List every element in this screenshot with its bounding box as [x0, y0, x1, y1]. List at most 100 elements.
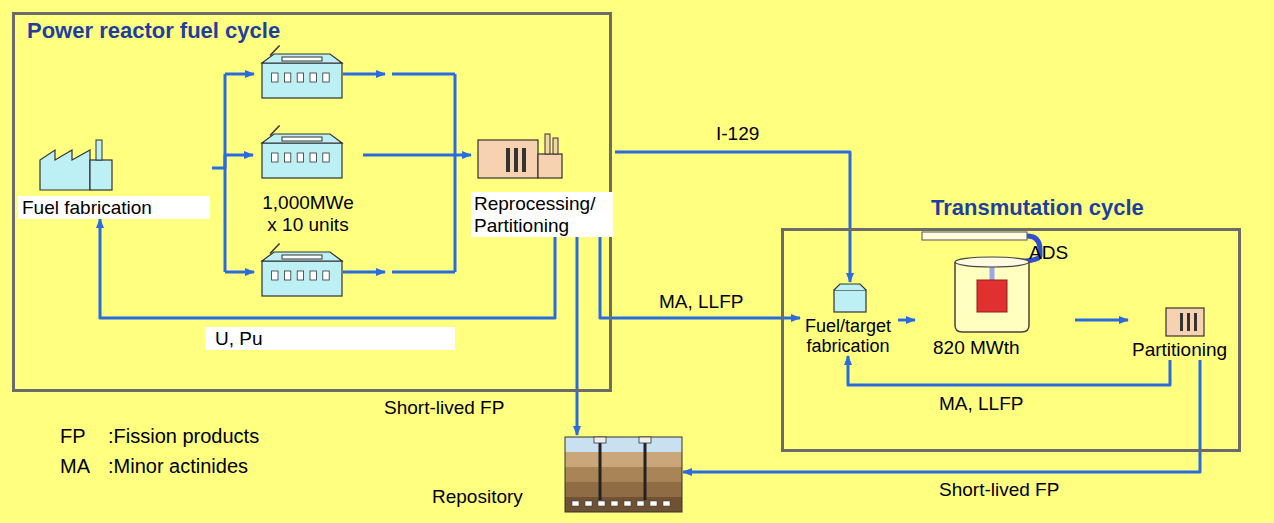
chimney [270, 244, 280, 254]
flow-label: Short-lived FP [935, 478, 1063, 501]
node-label: Partitioning [1132, 339, 1227, 360]
flow-label: U, Pu [205, 327, 455, 350]
factory-annex [90, 160, 112, 190]
split-arrow [225, 73, 254, 76]
stratum [565, 467, 682, 482]
plant-chimney [545, 134, 550, 154]
abbreviation-note: :Minor actinides [108, 455, 248, 477]
window [323, 73, 329, 82]
region-title: Power reactor fuel cycle [27, 19, 280, 44]
plant-chimney [553, 138, 558, 154]
node-label: Fuel/target fabrication [800, 316, 896, 356]
node-label: Fuel fabrication [18, 196, 210, 219]
merge-arrow [343, 73, 385, 76]
stratum [565, 497, 682, 512]
factory-icon [40, 140, 112, 190]
repository-frame [565, 437, 682, 512]
node-label: Repository [432, 486, 523, 507]
tunnel [637, 501, 644, 506]
building-window [282, 137, 322, 141]
repository: Repository [428, 435, 683, 515]
beam-pipe [922, 232, 1027, 240]
node-label: Reprocessing/ Partitioning [471, 192, 613, 237]
flow-arrow [848, 356, 1170, 385]
stratum [565, 437, 682, 452]
flow-arrow [683, 360, 1200, 472]
node-label: ADS [1029, 242, 1068, 263]
building-window [282, 57, 322, 61]
building-body [262, 143, 342, 178]
abbreviation-note: :Fission products [108, 425, 259, 447]
building-body [262, 63, 342, 98]
ads-reactor: ADS 820 MWth [915, 226, 1075, 360]
window [323, 271, 329, 280]
flow-arrow [600, 237, 800, 318]
stratum [565, 452, 682, 467]
fab-body [834, 290, 866, 312]
fab-icon [834, 284, 866, 312]
window [310, 73, 316, 82]
ads-icon [922, 232, 1040, 332]
flow-label: Short-lived FP [380, 396, 508, 419]
plant-body [478, 140, 538, 178]
headframe [639, 437, 651, 443]
region-title: Transmutation cycle [931, 196, 1144, 221]
power-rating: 820 MWth [933, 337, 1020, 358]
flow-arrow [898, 319, 915, 322]
window [1194, 313, 1197, 331]
partitioning-facility: Partitioning [1128, 300, 1238, 360]
repository-icon [565, 437, 682, 512]
stratum [565, 482, 682, 497]
window [310, 153, 316, 162]
headframe [594, 437, 606, 443]
chimney [270, 126, 280, 136]
fuel-fabrication: Fuel fabrication [18, 143, 212, 219]
abbreviation-note: FP [60, 425, 86, 447]
power-reactor: 1,000MWe x 10 units [253, 131, 363, 235]
partitioning-icon [1166, 308, 1204, 336]
merge-line [392, 74, 455, 272]
flow-label: I-129 [712, 122, 763, 145]
window [284, 271, 290, 280]
tunnel [650, 501, 657, 506]
flow-arrow [363, 154, 471, 157]
node-label: 1,000MWe x 10 units [258, 192, 358, 235]
window [323, 153, 329, 162]
merge-arrow [343, 271, 385, 274]
window [297, 73, 303, 82]
reprocessing-icon [478, 134, 562, 178]
flow-arrow [212, 155, 253, 168]
fab-roof [834, 284, 866, 290]
window [272, 73, 278, 82]
window [506, 148, 510, 172]
reactor-icon [262, 46, 342, 99]
window [310, 271, 316, 280]
window [284, 153, 290, 162]
building-roof [262, 252, 342, 261]
tunnel [598, 501, 605, 506]
window [297, 271, 303, 280]
flow-label: MA, LLFP [935, 392, 1027, 415]
window [297, 153, 303, 162]
vessel-rim [955, 257, 1029, 267]
icons [40, 46, 1204, 513]
window [284, 73, 290, 82]
flow-arrow [576, 237, 579, 435]
tunnel [663, 501, 670, 506]
window [1180, 313, 1183, 331]
split-line [224, 74, 227, 272]
building-roof [262, 54, 342, 63]
plant-body [1166, 308, 1204, 336]
window [1187, 313, 1190, 331]
flow-arrow [1075, 319, 1128, 322]
reprocessing-plant: Reprocessing/ Partitioning [471, 129, 615, 237]
window [522, 148, 526, 172]
factory-chimney [96, 140, 102, 160]
abbreviation-note: MA [60, 455, 90, 477]
tunnel [611, 501, 618, 506]
fuel-target-fabrication: Fuel/target fabrication [800, 282, 898, 356]
factory-body [40, 150, 90, 190]
building-roof [262, 134, 342, 143]
plant-annex [538, 154, 562, 178]
